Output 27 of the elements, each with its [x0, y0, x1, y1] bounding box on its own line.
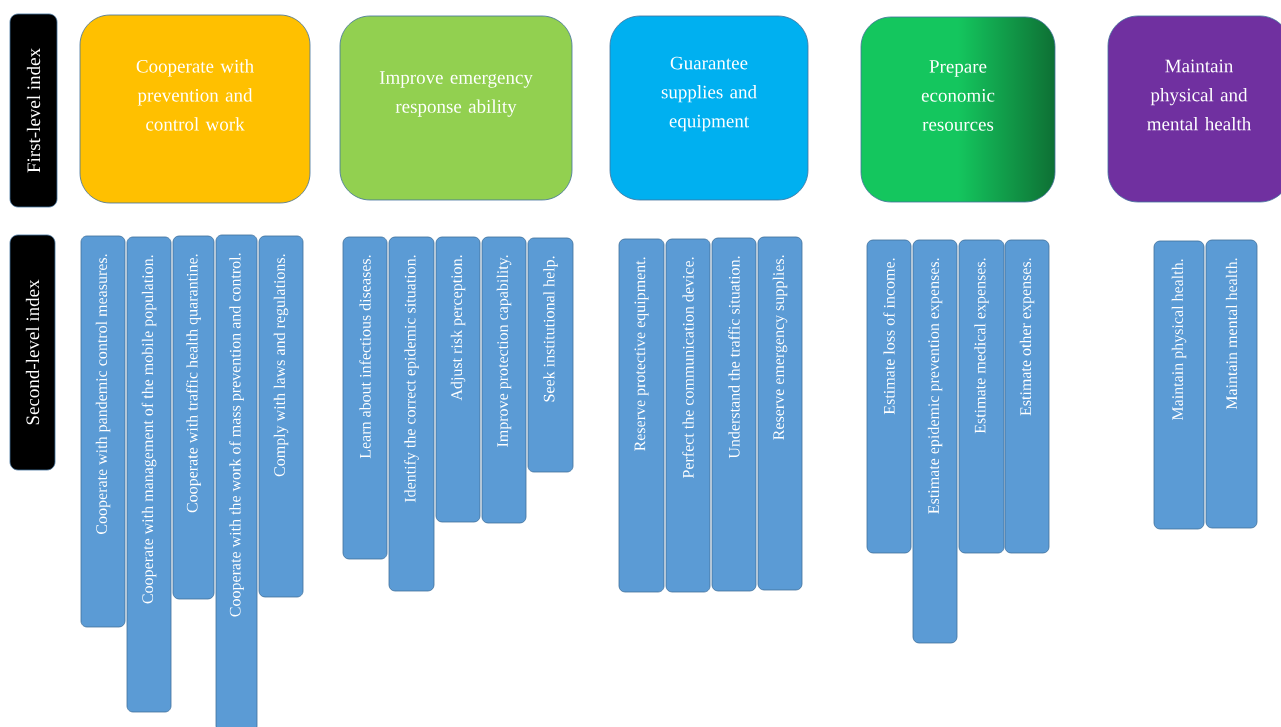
- index-header: Second-level index: [9, 234, 56, 471]
- index-bar: Maintain mental health.: [1205, 239, 1258, 529]
- index-bar: Reserve protective equipment.: [618, 238, 665, 593]
- category-box: Prepare economic resources: [860, 16, 1056, 203]
- index-bar: Cooperate with pandemic control measures.: [80, 235, 126, 628]
- index-bar: Maintain physical health.: [1153, 240, 1205, 530]
- index-bar: Estimate medical expenses.: [958, 239, 1005, 554]
- index-bar: Understand the traffic situation.: [711, 237, 757, 592]
- index-header: First-level index: [9, 13, 58, 208]
- index-bar: Seek institutional help.: [527, 237, 574, 473]
- category-box: Cooperate with prevention and control work: [79, 14, 311, 204]
- category-box: Maintain physical and mental health: [1107, 15, 1281, 203]
- category-box: Guarantee supplies and equipment: [609, 15, 809, 201]
- index-bar: Learn about infectious diseases.: [342, 236, 388, 560]
- category-box: Improve emergency response ability: [339, 15, 573, 201]
- index-bar: Cooperate with management of the mobile population.: [126, 236, 172, 713]
- index-bar: Cooperate with the work of mass prevention and control.: [215, 234, 258, 727]
- index-bar: Cooperate with traffic health quarantine.: [172, 235, 215, 600]
- index-bar: Estimate other expenses.: [1004, 239, 1050, 554]
- index-bar: Improve protection capability.: [481, 236, 527, 524]
- index-bar: Estimate epidemic prevention expenses.: [912, 239, 958, 644]
- index-bar: Comply with laws and regulations.: [258, 235, 304, 598]
- index-bar: Identify the correct epidemic situation.: [388, 236, 435, 592]
- index-bar: Estimate loss of income.: [866, 239, 912, 554]
- index-bar: Perfect the communication device.: [665, 238, 711, 593]
- index-bar: Adjust risk perception.: [435, 236, 481, 523]
- index-bar: Reserve emergency supplies.: [757, 236, 803, 591]
